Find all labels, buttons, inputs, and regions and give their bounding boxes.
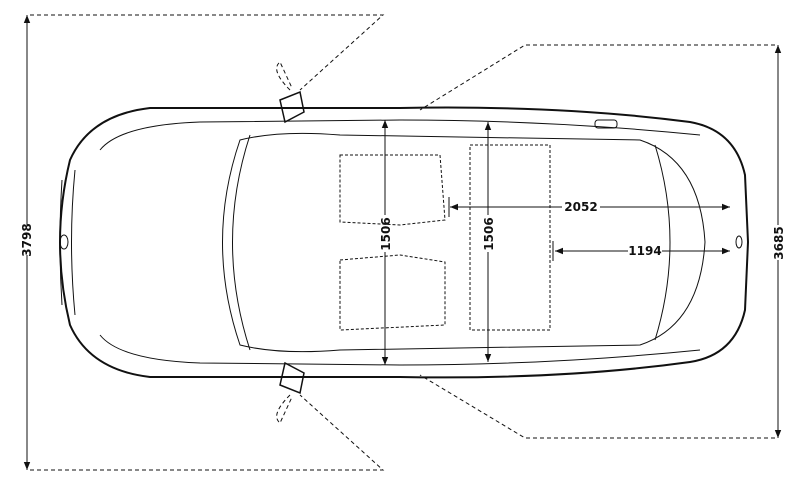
dim-label-front-1506: 1506 xyxy=(379,217,393,250)
dim-label-3685: 3685 xyxy=(772,226,786,259)
mirror-sweep-lines xyxy=(30,14,775,471)
dimension-lines xyxy=(23,15,782,470)
seat-outlines xyxy=(339,144,551,331)
car-body xyxy=(59,106,750,379)
dim-label-1194: 1194 xyxy=(628,244,661,258)
dim-label-rear-1506: 1506 xyxy=(482,217,496,250)
car-details xyxy=(59,90,743,395)
dim-label-3798: 3798 xyxy=(20,223,34,256)
dim-label-2052: 2052 xyxy=(564,200,597,214)
